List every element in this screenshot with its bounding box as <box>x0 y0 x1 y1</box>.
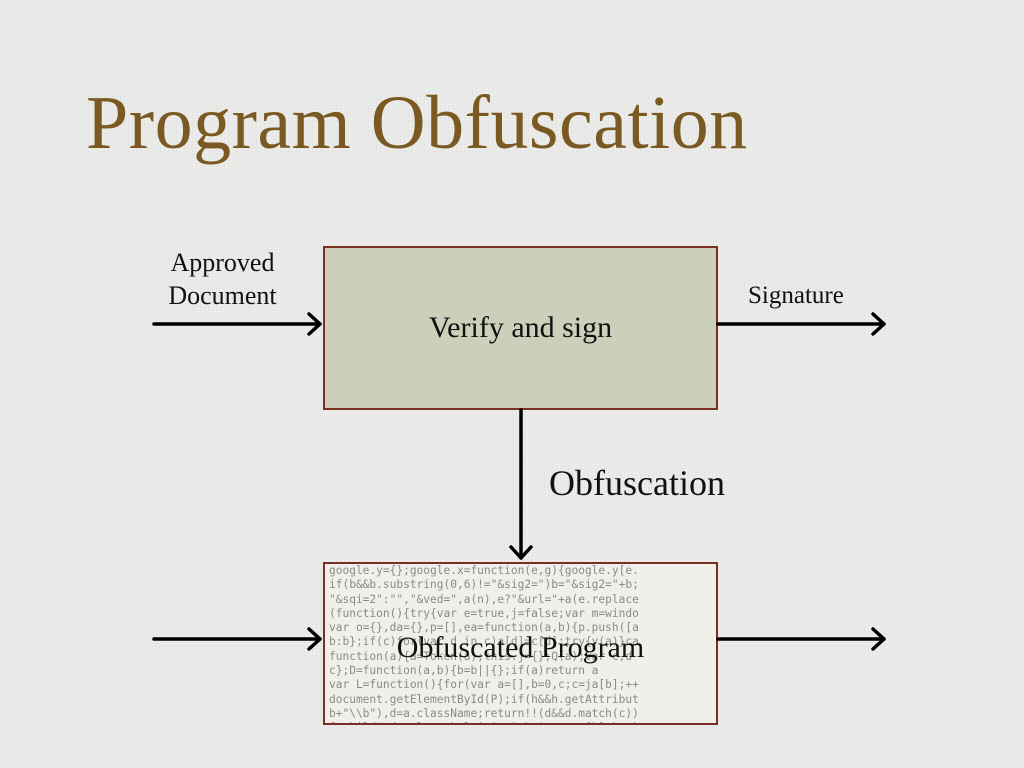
slide-title: Program Obfuscation <box>86 81 748 165</box>
program-input-arrow <box>152 627 322 651</box>
obfuscation-arrow <box>509 408 533 560</box>
input-arrow <box>152 312 322 336</box>
signature-arrow <box>716 312 886 336</box>
verify-and-sign-box: Verify and sign <box>323 246 718 410</box>
input-label-text: Approved Document <box>168 248 277 310</box>
program-output-arrow <box>716 627 886 651</box>
input-label-approved-document: Approved Document <box>150 246 295 312</box>
obfuscation-label: Obfuscation <box>549 463 725 503</box>
signature-label: Signature <box>748 282 844 309</box>
obfuscated-code-background: google.y={};google.x=function(e,g){googl… <box>329 564 639 723</box>
obfuscated-program-box: google.y={};google.x=function(e,g){googl… <box>323 562 718 725</box>
obfuscated-program-label: Obfuscated Program <box>396 630 645 664</box>
verify-and-sign-label: Verify and sign <box>428 311 613 344</box>
